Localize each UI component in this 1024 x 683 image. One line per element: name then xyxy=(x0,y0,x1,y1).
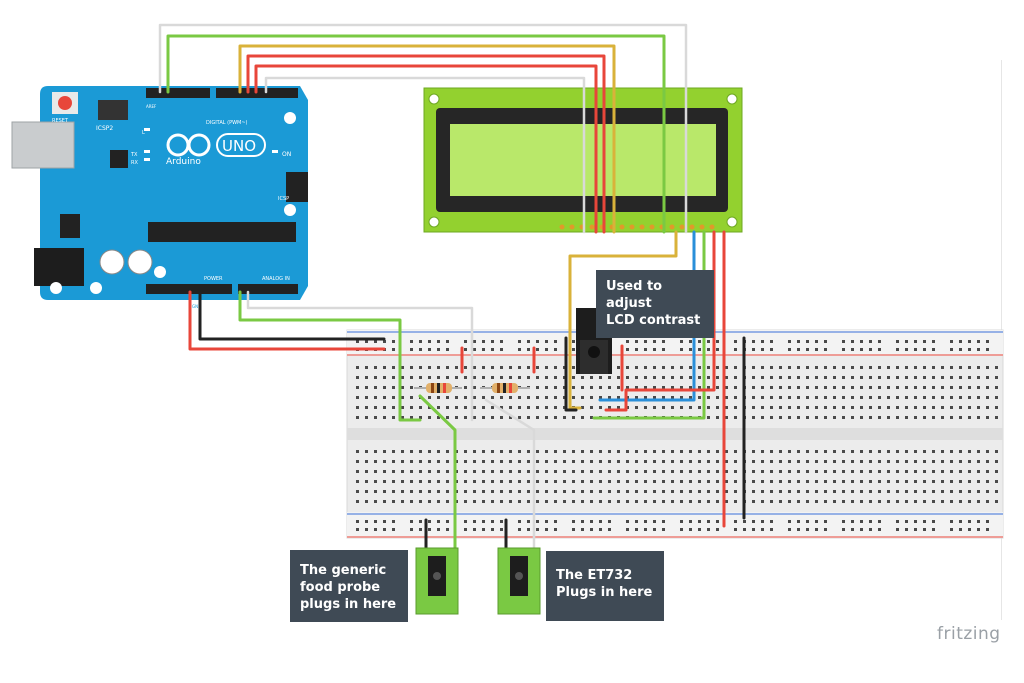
wire-20 xyxy=(604,230,716,412)
resistor-1 xyxy=(414,383,462,393)
callout-probe-line-3: plugs in here xyxy=(300,597,397,612)
breadboard xyxy=(346,329,1004,539)
gnd-label: GND xyxy=(192,304,201,309)
callout-et732: The ET732 Plugs in here xyxy=(546,551,664,621)
wire-12 xyxy=(418,394,457,550)
callout-probe-line-1: The generic xyxy=(300,563,387,578)
wire-2 xyxy=(238,44,616,234)
rx-led-label: RX xyxy=(131,160,138,166)
wire-9 xyxy=(246,290,474,422)
atmega-chip xyxy=(148,222,296,242)
arduino-logo: UNO Arduino xyxy=(166,133,266,167)
power-label: POWER xyxy=(204,276,223,282)
fritzing-logo: fritzing xyxy=(937,624,1001,644)
audio-jack-probe xyxy=(415,547,459,615)
analog-in-label: ANALOG IN xyxy=(262,276,290,282)
wire-13 xyxy=(484,398,536,550)
aref-label: AREF xyxy=(146,104,157,109)
wires xyxy=(158,23,746,550)
breadboard-holes xyxy=(356,340,998,531)
reset-label: RESET xyxy=(52,118,69,124)
l-led-label: L xyxy=(142,130,145,136)
usb-port xyxy=(11,121,75,169)
icsp-header xyxy=(286,172,308,202)
audio-jack-et732 xyxy=(497,547,541,615)
wire-3 xyxy=(246,54,606,234)
voltage-regulator xyxy=(60,214,80,238)
icsp-label: ICSP xyxy=(278,196,289,202)
uno-logo-text: UNO xyxy=(222,137,256,155)
capacitor-1 xyxy=(99,249,125,275)
wire-1 xyxy=(166,34,666,234)
callout-et732-line-1: The ET732 xyxy=(556,568,633,583)
callout-food-probe: The generic food probe plugs in here xyxy=(290,550,408,622)
wire-0 xyxy=(158,23,688,234)
potentiometer xyxy=(576,308,612,374)
callout-probe-line-2: food probe xyxy=(300,580,381,595)
usb-chip xyxy=(110,150,128,168)
resistor-2 xyxy=(480,383,530,393)
digital-label: DIGITAL (PWM~) xyxy=(206,120,248,126)
tx-led-label: TX xyxy=(130,152,138,158)
power-header xyxy=(146,284,232,294)
wire-17 xyxy=(564,336,578,412)
callout-contrast-line-1: Used to adjust xyxy=(606,279,663,311)
digital-header-left xyxy=(146,88,210,98)
arduino-brand-text: Arduino xyxy=(166,157,201,167)
wire-4 xyxy=(254,64,598,234)
callout-contrast-line-2: LCD contrast xyxy=(606,313,701,328)
wire-8 xyxy=(238,290,422,422)
wire-6 xyxy=(188,290,386,351)
arduino-uno-board: RESET ICSP2 DIGITAL (PWM~) AREF UNO Ardu… xyxy=(11,86,308,309)
wire-16 xyxy=(568,230,678,410)
wire-5 xyxy=(264,76,586,234)
on-led-label: ON xyxy=(282,151,291,158)
analog-header xyxy=(238,284,298,294)
callout-et732-line-2: Plugs in here xyxy=(556,585,653,600)
breadboard-center-channel xyxy=(347,428,1003,440)
power-jack xyxy=(34,248,84,286)
icsp2-label: ICSP2 xyxy=(96,125,113,132)
lcd-pin-header xyxy=(559,224,715,230)
capacitor-2 xyxy=(127,249,153,275)
wire-7 xyxy=(198,290,386,341)
callout-lcd-contrast: Used to adjust LCD contrast xyxy=(596,270,714,338)
